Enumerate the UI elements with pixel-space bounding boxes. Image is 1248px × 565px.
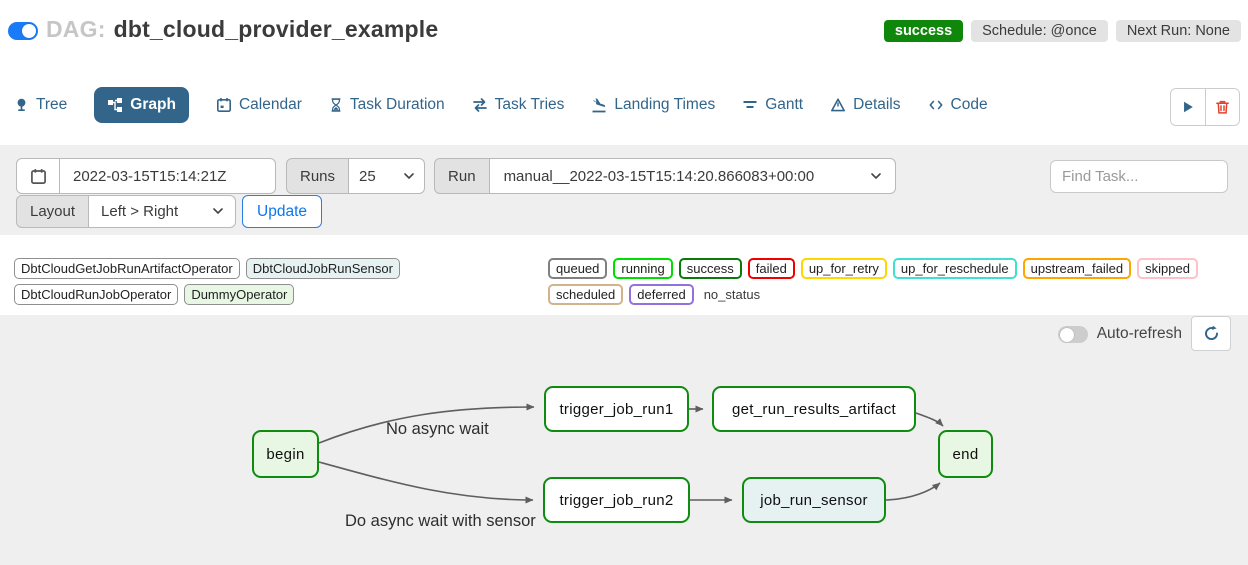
tab-label: Details [853,96,901,113]
run-select-value: manual__2022-03-15T15:14:20.866083+00:00 [503,167,815,185]
state-badge[interactable]: queued [548,258,608,279]
view-tabs: Tree Graph Calendar Task Duration Task T… [14,85,988,125]
graph-edges [318,403,944,504]
hourglass-icon [331,98,341,112]
tab-graph[interactable]: Graph [94,87,189,123]
runs-label: Runs [286,158,350,194]
run-group: Run manual__2022-03-15T15:14:20.866083+0… [434,158,896,194]
graph-node-job-run-sensor[interactable]: job_run_sensor [742,477,886,523]
state-badge[interactable]: skipped [1137,258,1198,279]
state-badge[interactable]: running [613,258,673,279]
trigger-dag-button[interactable] [1171,89,1205,125]
tab-label: Tree [36,96,68,113]
auto-refresh-toggle[interactable] [1057,325,1088,343]
state-badge[interactable]: failed [747,258,795,279]
delete-dag-button[interactable] [1205,89,1239,125]
play-icon [1184,101,1193,113]
state-badge[interactable]: upstream_failed [1022,258,1132,279]
operator-legend: DbtCloudGetJobRunArtifactOperator DbtClo… [14,258,548,305]
toggle-knob [1059,327,1074,342]
layout-select[interactable]: Left > Right [89,195,237,228]
trash-icon [1216,100,1229,114]
state-badge[interactable]: up_for_reschedule [892,258,1017,279]
page-title: DAG: dbt_cloud_provider_example [46,16,438,43]
dag-label: DAG: [46,16,106,42]
tab-calendar[interactable]: Calendar [216,96,302,114]
operator-badge: DbtCloudJobRunSensor [245,258,400,279]
runs-group: Runs 25 [286,158,426,194]
legend: DbtCloudGetJobRunArtifactOperator DbtClo… [14,258,1248,305]
refresh-icon [1204,325,1218,341]
tab-tree[interactable]: Tree [14,96,67,114]
chevron-down-icon [404,172,414,179]
runs-select-value: 25 [359,167,376,185]
graph-node-end[interactable]: end [938,430,993,478]
dag-name: dbt_cloud_provider_example [113,16,439,42]
tab-label: Task Tries [494,96,565,113]
tab-label: Task Duration [349,96,445,113]
edge-label: Do async wait with sensor [345,512,536,530]
gantt-icon [743,101,757,108]
layout-label: Layout [16,195,90,228]
calendar-icon [30,168,46,184]
update-button[interactable]: Update [242,195,323,228]
state-no-status[interactable]: no_status [703,287,761,302]
tab-code[interactable]: Code [928,96,988,114]
dag-action-buttons [1170,88,1240,126]
tab-label: Landing Times [614,96,716,113]
tab-label: Code [950,96,988,113]
refresh-button[interactable] [1191,316,1231,351]
auto-refresh-label: Auto-refresh [1096,325,1182,342]
schedule-badge: Schedule: @once [971,20,1108,42]
filter-row-1: Runs 25 Run manual__2022-03-15T15:14:20.… [16,158,896,194]
code-icon [929,100,942,110]
next-run-badge: Next Run: None [1115,20,1241,42]
repeat-icon [472,98,487,112]
date-picker-button[interactable] [16,158,60,194]
state-badge[interactable]: scheduled [548,284,624,305]
operator-badge: DbtCloudGetJobRunArtifactOperator [14,258,240,279]
chevron-down-icon [870,172,881,179]
graph-node-begin[interactable]: begin [252,430,319,478]
calendar-icon [216,98,231,112]
graph-node-get-run-results-artifact[interactable]: get_run_results_artifact [712,386,916,432]
tab-label: Calendar [238,96,302,113]
state-legend: queued running success failed up_for_ret… [548,258,1248,305]
tab-landing-times[interactable]: Landing Times [591,96,715,114]
filter-bar: Runs 25 Run manual__2022-03-15T15:14:20.… [0,145,1248,235]
toggle-knob [22,24,36,38]
auto-refresh-control: Auto-refresh [1057,325,1182,343]
runs-select[interactable]: 25 [349,158,426,194]
tab-label: Gantt [765,96,804,113]
run-select[interactable]: manual__2022-03-15T15:14:20.866083+00:00 [489,158,896,194]
base-date-input[interactable] [60,158,276,194]
header-badges: success Schedule: @once Next Run: None [883,20,1241,42]
run-label: Run [434,158,490,194]
edge-label: No async wait [386,420,489,438]
filter-row-2: Layout Left > Right Update [16,195,323,228]
graph-panel: Auto-refresh No async wait Do async wait… [0,315,1248,565]
layout-select-value: Left > Right [101,203,179,220]
graph-icon [108,98,123,112]
state-badge[interactable]: success [678,258,742,279]
tab-label: Graph [130,96,176,113]
state-badge[interactable]: up_for_retry [800,258,887,279]
chevron-down-icon [213,208,223,215]
operator-badge: DummyOperator [184,284,295,305]
tab-gantt[interactable]: Gantt [742,96,803,114]
tree-icon [17,98,26,111]
state-badge[interactable]: deferred [629,284,694,305]
find-task-input[interactable] [1050,160,1228,193]
tab-task-tries[interactable]: Task Tries [472,96,565,114]
plane-landing-icon [592,98,606,113]
graph-node-trigger-job-run1[interactable]: trigger_job_run1 [544,386,689,432]
tab-details[interactable]: Details [830,96,901,114]
status-badge: success [883,20,964,42]
dag-pause-toggle[interactable] [8,22,38,40]
graph-node-trigger-job-run2[interactable]: trigger_job_run2 [543,477,690,523]
operator-badge: DbtCloudRunJobOperator [14,284,179,305]
details-icon [831,98,846,112]
tab-task-duration[interactable]: Task Duration [329,96,445,114]
